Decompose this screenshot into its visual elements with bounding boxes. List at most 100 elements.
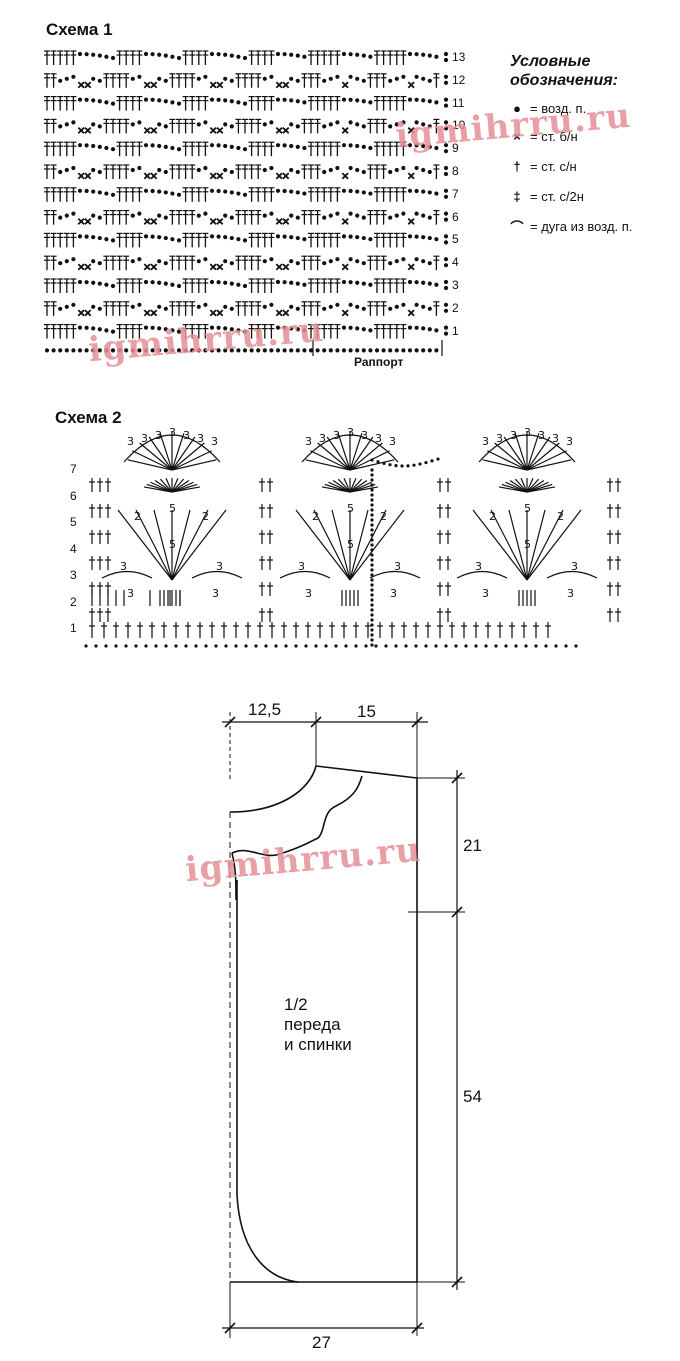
- svg-text:×: ×: [407, 80, 415, 91]
- svg-text:×: ×: [341, 80, 349, 91]
- svg-text:×: ×: [282, 308, 290, 319]
- svg-text:3: 3: [567, 587, 574, 600]
- svg-text:3: 3: [120, 560, 127, 573]
- svg-text:3: 3: [390, 587, 397, 600]
- legend-title-line2: обозначения:: [510, 72, 618, 89]
- svg-text:3: 3: [216, 560, 223, 573]
- scheme1-row-number: 1: [452, 323, 459, 338]
- svg-text:×: ×: [150, 308, 158, 319]
- svg-text:×: ×: [209, 262, 217, 273]
- scheme1-row-number: 4: [452, 255, 459, 270]
- sc-cross-icon: ×: [513, 128, 521, 144]
- svg-text:×: ×: [150, 217, 158, 228]
- svg-text:×: ×: [216, 262, 224, 273]
- svg-text:×: ×: [150, 171, 158, 182]
- svg-text:3: 3: [212, 587, 219, 600]
- svg-text:×: ×: [275, 171, 283, 182]
- scheme1-title: Схема 1: [46, 20, 113, 39]
- svg-text:×: ×: [77, 125, 85, 136]
- svg-text:3: 3: [496, 432, 503, 445]
- dim-body-length: 54: [463, 1087, 482, 1106]
- scheme1-row-number: 13: [452, 50, 466, 64]
- svg-text:×: ×: [341, 217, 349, 228]
- svg-text:3: 3: [127, 587, 134, 600]
- svg-text:×: ×: [407, 125, 415, 136]
- rapport-label: Раппорт: [354, 355, 404, 369]
- legend-item-sc: × = ст. б/н: [510, 126, 670, 146]
- svg-text:3: 3: [127, 435, 134, 448]
- scheme1-row-number: 3: [452, 278, 459, 292]
- svg-text:3: 3: [347, 426, 354, 439]
- svg-text:2: 2: [557, 510, 564, 523]
- svg-text:3: 3: [298, 560, 305, 573]
- scheme2-row-number: 6: [70, 488, 77, 503]
- svg-text:×: ×: [209, 171, 217, 182]
- svg-text:2: 2: [380, 510, 387, 523]
- scheme2-row-number: 1: [70, 621, 77, 635]
- legend-text-chain: = возд. п.: [530, 100, 587, 116]
- svg-text:×: ×: [216, 171, 224, 182]
- svg-text:×: ×: [143, 125, 151, 136]
- scheme2-row-number: 4: [70, 541, 77, 556]
- svg-text:×: ×: [150, 80, 158, 91]
- legend-item-chain: ● = возд. п.: [510, 98, 670, 118]
- legend-item-arc: ⌒ = дуга из возд. п.: [510, 216, 670, 236]
- scheme1-row-number: 12: [452, 72, 466, 87]
- svg-text:3: 3: [482, 435, 489, 448]
- dim-shoulder-width: 15: [357, 702, 376, 721]
- scheme1-row-number: 2: [452, 300, 459, 315]
- scheme2-row-number: 7: [70, 462, 77, 476]
- svg-text:3: 3: [538, 429, 545, 442]
- legend-item-hdc: ‡ = ст. с/2н: [510, 186, 670, 206]
- svg-text:2: 2: [202, 510, 209, 523]
- svg-text:×: ×: [143, 217, 151, 228]
- svg-text:×: ×: [77, 308, 85, 319]
- scheme2-row-number: 2: [70, 594, 77, 609]
- svg-text:×: ×: [216, 217, 224, 228]
- svg-text:3: 3: [552, 432, 559, 445]
- svg-text:2: 2: [489, 510, 496, 523]
- hdc-icon: ‡: [513, 188, 521, 204]
- legend-text-sc: = ст. б/н: [530, 128, 578, 144]
- svg-text:2: 2: [312, 510, 319, 523]
- svg-text:2: 2: [134, 510, 141, 523]
- svg-text:×: ×: [216, 308, 224, 319]
- svg-text:3: 3: [394, 560, 401, 573]
- svg-text:×: ×: [84, 171, 92, 182]
- dim-bottom-width: 27: [312, 1333, 331, 1352]
- svg-text:×: ×: [77, 217, 85, 228]
- dc-icon: †: [513, 158, 521, 174]
- svg-text:×: ×: [407, 262, 415, 273]
- legend-text-arc: = дуга из возд. п.: [530, 218, 633, 234]
- svg-text:×: ×: [84, 80, 92, 91]
- svg-text:×: ×: [282, 217, 290, 228]
- svg-text:3: 3: [169, 426, 176, 439]
- svg-text:3: 3: [155, 429, 162, 442]
- svg-text:×: ×: [143, 262, 151, 273]
- svg-text:×: ×: [150, 262, 158, 273]
- svg-text:3: 3: [305, 587, 312, 600]
- svg-text:3: 3: [211, 435, 218, 448]
- svg-text:×: ×: [150, 125, 158, 136]
- svg-text:×: ×: [341, 125, 349, 136]
- svg-text:×: ×: [341, 308, 349, 319]
- legend-title-line1: Условные: [510, 53, 591, 70]
- piece-label: 1/2 переда и спинки: [284, 995, 352, 1055]
- scheme1-row-number: 11: [452, 95, 465, 110]
- scheme1-row-number: 5: [452, 232, 459, 247]
- svg-text:3: 3: [566, 435, 573, 448]
- svg-text:3: 3: [333, 429, 340, 442]
- svg-text:×: ×: [209, 217, 217, 228]
- svg-text:×: ×: [275, 262, 283, 273]
- svg-text:3: 3: [510, 429, 517, 442]
- svg-text:3: 3: [482, 587, 489, 600]
- svg-text:5: 5: [347, 502, 354, 515]
- svg-text:5: 5: [347, 538, 354, 551]
- chain-dot-icon: ●: [513, 100, 521, 116]
- svg-text:×: ×: [282, 80, 290, 91]
- dim-neck-width: 12,5: [248, 700, 282, 719]
- svg-text:×: ×: [84, 217, 92, 228]
